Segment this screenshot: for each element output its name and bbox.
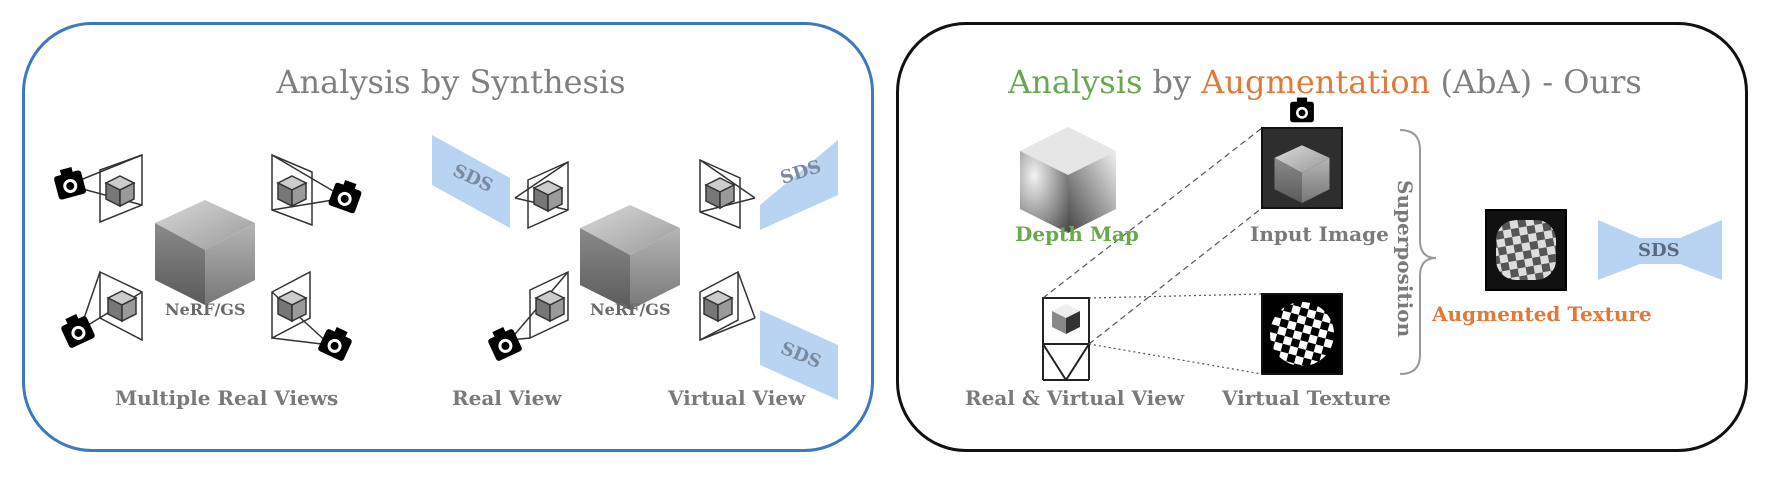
sds-shape xyxy=(432,135,510,228)
sds-label: SDS xyxy=(1638,240,1680,261)
real-virtual-view-frustum xyxy=(1042,297,1090,381)
sds-shape xyxy=(760,140,838,230)
superposition-label: Superposition xyxy=(1393,180,1417,338)
projection-lines xyxy=(1042,127,1263,345)
camera-icon xyxy=(317,323,355,362)
nerf-cube-right xyxy=(580,205,680,310)
camera-icon xyxy=(327,177,364,215)
analysis-by-synthesis-panel: Analysis by Synthesis xyxy=(22,22,874,452)
caption-real-view: Real View xyxy=(452,386,562,410)
panel-title: Analysis by Augmentation (AbA) - Ours xyxy=(899,63,1751,101)
projection-lines-dotted xyxy=(1088,293,1263,375)
camera-icon xyxy=(52,164,87,201)
nerf-cube-left xyxy=(155,200,255,305)
virtual-texture-image xyxy=(1261,293,1343,375)
augmented-texture-image xyxy=(1485,209,1567,291)
title-analysis: Analysis xyxy=(1008,63,1143,101)
camera-icon xyxy=(485,323,523,362)
caption-virtual-texture: Virtual Texture xyxy=(1222,386,1391,410)
title-by: by xyxy=(1142,63,1202,101)
input-image-label: Input Image xyxy=(1250,222,1389,246)
camera-icon xyxy=(58,310,96,349)
small-depth-cube xyxy=(1052,304,1080,334)
caption-virtual-view: Virtual View xyxy=(668,386,806,410)
real-view-frustum xyxy=(509,270,569,341)
analysis-by-augmentation-panel: Analysis by Augmentation (AbA) - Ours xyxy=(896,22,1748,452)
real-view-frustum xyxy=(271,270,331,346)
panel-title: Analysis by Synthesis xyxy=(276,63,626,101)
nerf-label: NeRF/GS xyxy=(590,300,671,319)
sds-shape xyxy=(760,310,838,400)
augmented-texture-label: Augmented Texture xyxy=(1432,302,1652,326)
input-image xyxy=(1261,127,1343,209)
title-suffix: (AbA) - Ours xyxy=(1430,63,1642,101)
sds-bowtie-shape xyxy=(1598,220,1722,280)
title-augmentation: Augmentation xyxy=(1201,63,1431,101)
superposition-brace xyxy=(1399,129,1437,375)
virtual-view-frustum xyxy=(699,158,756,230)
depth-map-image xyxy=(1020,127,1116,233)
nerf-label: NeRF/GS xyxy=(165,300,246,319)
caption-multiple-real-views: Multiple Real Views xyxy=(115,386,339,410)
camera-icon xyxy=(1290,97,1314,123)
real-view-frustum xyxy=(514,160,569,230)
virtual-view-frustum xyxy=(699,270,756,342)
depth-map-label: Depth Map xyxy=(1015,222,1139,246)
caption-real-virtual-view: Real & Virtual View xyxy=(965,386,1185,410)
